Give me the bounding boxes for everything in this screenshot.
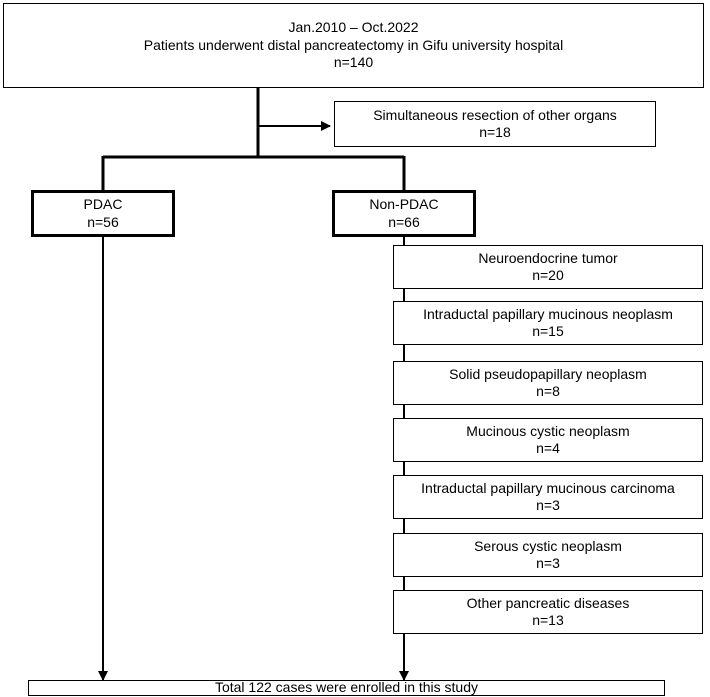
- excluded-label: Simultaneous resection of other organs: [373, 106, 617, 123]
- subgroup-count: n=20: [532, 267, 564, 283]
- subgroup-count: n=3: [536, 497, 560, 513]
- date-range-text: Jan.2010 – Oct.2022: [288, 19, 419, 36]
- pdac-box: PDAC n=56: [31, 190, 175, 237]
- total-enrolled-label: Total 122 cases were enrolled in this st…: [214, 679, 479, 696]
- subgroup-neuroendocrine-tumor: Neuroendocrine tumor n=20: [393, 245, 703, 289]
- subgroup-ipmc: Intraductal papillary mucinous carcinoma…: [393, 475, 703, 519]
- subgroup-spn: Solid pseudopapillary neoplasm n=8: [393, 361, 703, 405]
- total-patients-count: n=140: [333, 54, 374, 71]
- subgroup-label: Intraductal papillary mucinous neoplasm: [423, 305, 673, 322]
- total-enrolled-box: Total 122 cases were enrolled in this st…: [28, 679, 665, 696]
- subgroup-scn: Serous cystic neoplasm n=3: [393, 533, 703, 577]
- non-pdac-label: Non-PDAC: [369, 196, 439, 212]
- subgroup-label: Intraductal papillary mucinous carcinoma: [421, 479, 675, 496]
- excluded-box: Simultaneous resection of other organs n…: [334, 101, 656, 147]
- non-pdac-count: n=66: [388, 213, 420, 230]
- subgroup-label: Neuroendocrine tumor: [478, 249, 618, 266]
- subgroup-label: Mucinous cystic neoplasm: [466, 422, 630, 439]
- pdac-count: n=56: [87, 213, 119, 230]
- non-pdac-box: Non-PDAC n=66: [332, 190, 476, 237]
- subgroup-other: Other pancreatic diseases n=13: [393, 590, 703, 634]
- subgroup-count: n=3: [536, 555, 560, 571]
- subgroup-count: n=13: [532, 612, 564, 628]
- population-description: Patients underwent distal pancreatectomy…: [143, 36, 564, 53]
- subgroup-count: n=4: [536, 440, 560, 456]
- subgroup-count: n=15: [532, 323, 564, 339]
- excluded-count: n=18: [479, 124, 511, 140]
- subgroup-ipmn: Intraductal papillary mucinous neoplasm …: [393, 301, 703, 345]
- pdac-label: PDAC: [83, 196, 123, 212]
- subgroup-label: Serous cystic neoplasm: [474, 537, 622, 554]
- subgroup-label: Solid pseudopapillary neoplasm: [449, 365, 647, 382]
- total-patients-box: Jan.2010 – Oct.2022 Patients underwent d…: [3, 3, 704, 88]
- subgroup-count: n=8: [536, 383, 560, 399]
- subgroup-mcn: Mucinous cystic neoplasm n=4: [393, 418, 703, 462]
- subgroup-label: Other pancreatic diseases: [466, 594, 630, 611]
